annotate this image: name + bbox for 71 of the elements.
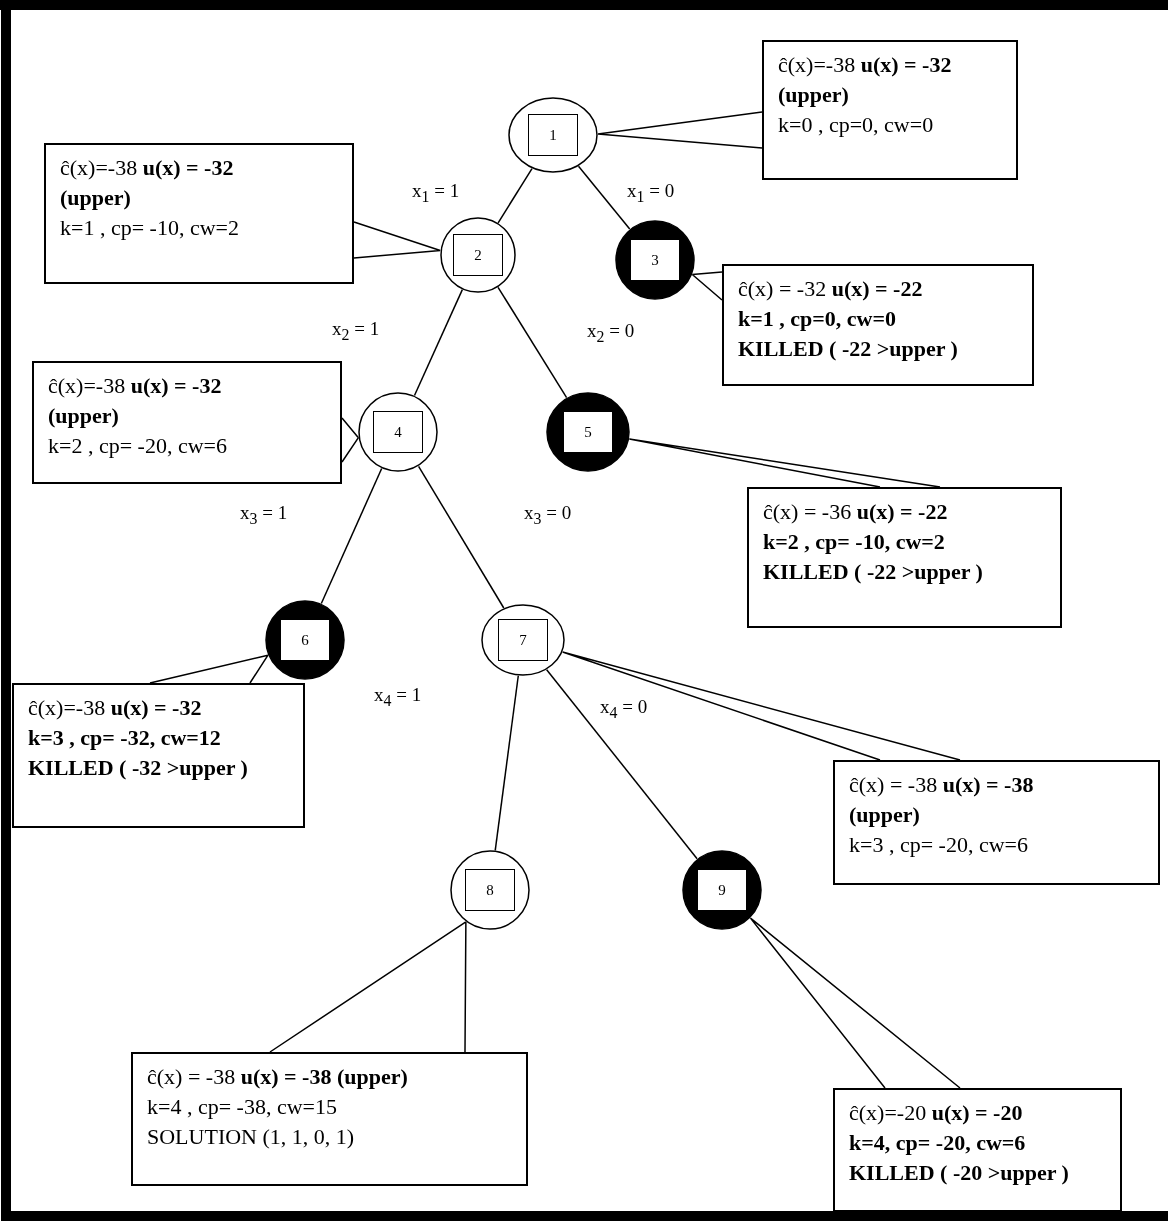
callout-text: k=4 , cp= -38, cw=15 [147,1093,338,1121]
callout-text: k=1 , cp=0, cw=0 [738,305,897,333]
pruned-node [546,392,630,472]
callout-pointer [597,111,763,149]
callout-text: KILLED ( -32 >upper ) [28,754,249,782]
pruned-node [615,220,695,300]
tree-branch [497,167,533,224]
callout-pointer [149,654,269,684]
tree-branch [320,467,383,605]
live-node [508,97,598,173]
tree-branch [494,675,520,852]
callout-text: ĉ(x) = -38 u(x) = -38 [849,771,1035,799]
callout-pointer [628,438,941,488]
callout-text: ĉ(x) = -38 u(x) = -38 (upper) [147,1063,409,1091]
callout-text: k=3 , cp= -32, cw=12 [28,724,222,752]
node-number: 9 [697,869,747,911]
callout-text: KILLED ( -22 >upper ) [738,335,959,363]
node-number: 8 [465,869,515,911]
callout-text: (upper) [60,184,132,212]
callout-box [833,1088,1122,1212]
tree-branch [413,288,464,397]
callout-text: k=2 , cp= -10, cw=2 [763,528,946,556]
callout-text: (upper) [48,402,120,430]
tree-branch [577,165,631,230]
callout-box [131,1052,528,1186]
callout-box [762,40,1018,180]
callout-text: ĉ(x)=-38 u(x) = -32 [28,694,203,722]
callout-box [722,264,1034,386]
callout-box [44,143,354,284]
callout-box [32,361,342,484]
callout-pointer [749,917,961,1089]
node-number: 4 [373,411,423,453]
callout-text: ĉ(x)=-38 u(x) = -32 [60,154,235,182]
callout-text: ĉ(x)=-38 u(x) = -32 [48,372,223,400]
callout-pointer [269,921,467,1053]
node-number: 7 [498,619,548,661]
callout-text: KILLED ( -20 >upper ) [849,1159,1070,1187]
pruned-node [265,600,345,680]
node-number: 3 [630,239,680,281]
pruned-node [682,850,762,930]
callout-pointer [561,651,961,761]
tree-branch [497,286,568,399]
callout-text: k=4, cp= -20, cw=6 [849,1129,1027,1157]
callout-pointer [691,271,723,301]
callout-pointer [353,221,442,259]
live-node [440,217,516,293]
callout-text: ĉ(x) = -36 u(x) = -22 [763,498,949,526]
node-number: 2 [453,234,503,276]
callout-pointer [341,417,360,463]
tree-branch [417,465,505,609]
live-node [450,850,530,930]
callout-text: (upper) [778,81,850,109]
callout-text: SOLUTION (1, 1, 0, 1) [147,1123,356,1151]
node-number: 5 [563,411,613,453]
callout-text: ĉ(x)=-20 u(x) = -20 [849,1099,1024,1127]
callout-text: ĉ(x)=-38 u(x) = -32 [778,51,953,79]
node-number: 6 [280,619,330,661]
callout-text: k=2 , cp= -20, cw=6 [48,432,228,460]
callout-text: KILLED ( -22 >upper ) [763,558,984,586]
tree-branch [545,669,698,860]
callout-text: ĉ(x) = -32 u(x) = -22 [738,275,924,303]
callout-box [747,487,1062,628]
callout-text: k=0 , cp=0, cw=0 [778,111,935,139]
callout-box [833,760,1160,885]
live-node [481,604,565,676]
live-node [358,392,438,472]
callout-text: k=1 , cp= -10, cw=2 [60,214,240,242]
node-number: 1 [528,114,578,156]
callout-box [12,683,305,828]
callout-text: (upper) [849,801,921,829]
callout-text: k=3 , cp= -20, cw=6 [849,831,1029,859]
